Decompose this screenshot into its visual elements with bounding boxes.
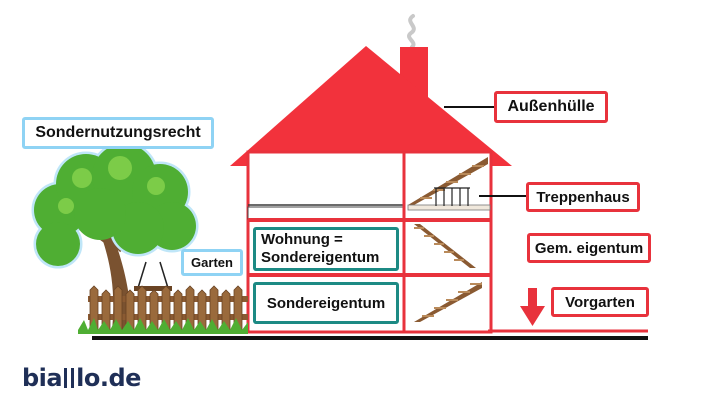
grass — [78, 318, 248, 334]
logo-text-left: bia — [22, 364, 63, 392]
logo-bar — [71, 368, 75, 388]
label-treppenhaus: Treppenhaus — [526, 182, 640, 212]
arrow-down-icon — [520, 288, 545, 326]
fence-picket — [89, 285, 99, 331]
label-vorgarten: Vorgarten — [551, 287, 649, 317]
label-wohnung-line2: Sondereigentum — [261, 249, 380, 266]
label-aussenhuelle: Außenhülle — [494, 91, 608, 123]
logo: bia lo.de — [22, 364, 141, 392]
tree — [31, 141, 199, 330]
label-wohnung-line1: Wohnung = — [261, 231, 343, 248]
label-sondereigentum: Sondereigentum — [253, 282, 399, 324]
chimney-smoke — [407, 14, 416, 49]
logo-bar — [64, 368, 68, 388]
attic-balcony — [247, 206, 405, 220]
stairs-middle — [414, 224, 476, 268]
stairs-bottom — [414, 282, 482, 322]
label-sondernutzungsrecht: Sondernutzungsrecht — [22, 117, 214, 149]
swing — [134, 261, 172, 291]
label-gem-eigentum: Gem. eigentum — [527, 233, 651, 263]
label-wohnung-sondereigentum: Wohnung = Sondereigentum — [253, 227, 399, 271]
logo-text-right: lo.de — [76, 364, 141, 392]
roof — [230, 46, 512, 166]
stairs-top — [407, 157, 491, 211]
label-garten: Garten — [181, 249, 243, 276]
